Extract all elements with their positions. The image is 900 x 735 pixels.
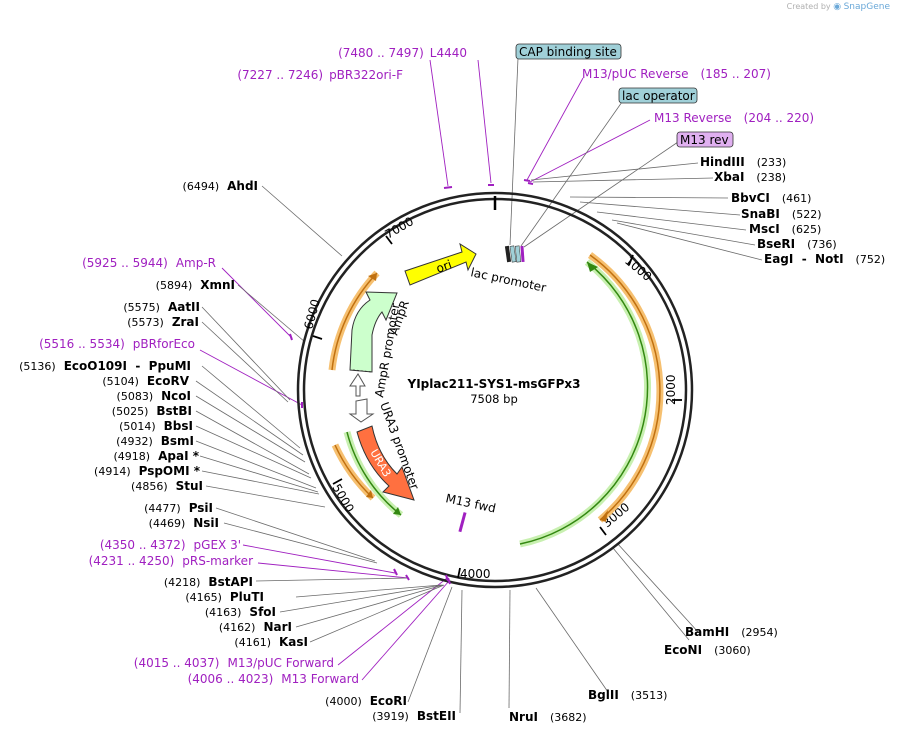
primer-label-m13-reverse: M13 Reverse(204 .. 220): [654, 111, 814, 125]
enzyme-label-psii: (4477)PsiI: [144, 501, 213, 515]
enzyme-label-zrai: (5573)ZraI: [127, 315, 199, 329]
enzyme-label-bstbi: (5025)BstBI: [112, 404, 192, 418]
enzyme-label-sfoi: (4163)SfoI: [205, 605, 276, 619]
enzyme-label-econi: EcoNI(3060): [664, 643, 751, 657]
enzyme-label-bbsi: (5014)BbsI: [119, 419, 193, 433]
site-labels: (7480 .. 7497)L4440 (7227 .. 7246)pBR322…: [19, 46, 885, 724]
snapgene-credit: Created by ◉ SnapGene: [787, 2, 890, 12]
enzyme-label-hindiii: HindIII(233): [700, 155, 786, 169]
credit-prefix: Created by: [786, 2, 831, 11]
snapgene-logo-icon: ◉: [833, 2, 842, 12]
lac-promoter-label: lac promoter: [469, 265, 547, 295]
primer-label-m13-puc-reverse: M13/pUC Reverse(185 .. 207): [582, 67, 771, 81]
boxed-labels: CAP binding site lac operator M13 rev: [515, 43, 734, 148]
enzyme-label-nrui: NruI(3682): [509, 710, 587, 724]
enzyme-label-bbvci: BbvCI(461): [731, 191, 811, 205]
primer-label-m13-puc-forward: (4015 .. 4037)M13/pUC Forward: [134, 656, 334, 670]
enzyme-label-ecori: (4000)EcoRI: [325, 694, 407, 708]
enzyme-label-nari: (4162)NarI: [219, 620, 292, 634]
primer-label-amp-r: (5925 .. 5944)Amp-R: [82, 256, 216, 270]
tick-2000: 2000: [664, 374, 678, 405]
enzyme-label-pluti: (4165)PluTI: [185, 590, 264, 604]
enzyme-label-snabi: SnaBI(522): [741, 207, 822, 221]
primer-label-pbr322ori-f: (7227 .. 7246)pBR322ori-F: [237, 68, 403, 82]
primer-label-m13-forward: (4006 .. 4023)M13 Forward: [188, 672, 359, 686]
primer-label-l4440: (7480 .. 7497)L4440: [338, 46, 467, 60]
enzyme-label-ncoi: (5083)NcoI: [117, 389, 191, 403]
lac-operator-box: [618, 87, 698, 104]
gfp-arc: [519, 259, 652, 548]
plasmid-name: YIplac211-SYS1-msGFPx3: [407, 377, 581, 391]
credit-brand: SnapGene: [843, 2, 890, 12]
m13-rev-label: M13 rev: [680, 133, 729, 147]
enzyme-label-eagi-noti: EagI - NotI(752): [764, 252, 885, 266]
enzyme-label-ecorv: (5104)EcoRV: [102, 374, 189, 388]
plasmid-length: 7508 bp: [470, 392, 518, 406]
tick-5000: 5000: [329, 482, 356, 515]
lac-operator-label: lac operator: [622, 89, 695, 103]
enzyme-label-bamhi: BamHI(2954): [685, 625, 778, 639]
plasmid-backbone: [296, 191, 694, 589]
cap-label: CAP binding site: [519, 45, 617, 59]
enzyme-label-bstapi: (4218)BstAPI: [164, 575, 253, 589]
enzyme-label-stui: (4856)StuI: [131, 479, 203, 493]
enzyme-label-bglii: BglII(3513): [588, 688, 667, 702]
m13-fwd-label: M13 fwd: [444, 491, 497, 515]
enzyme-label-pspomi: (4914)PspOMI *: [94, 464, 201, 478]
enzyme-label-ecoo109i-ppumi: (5136)EcoO109I - PpuMI: [19, 359, 191, 373]
enzyme-label-bsmi: (4932)BsmI: [116, 434, 194, 448]
cap-box: [515, 43, 622, 60]
m13-rev-box: [676, 131, 734, 148]
primer-label-pbrforeco: (5516 .. 5534)pBRforEco: [39, 337, 195, 351]
primer-ticks: [289, 179, 534, 585]
enzyme-label-xbai: XbaI(238): [714, 170, 786, 184]
enzyme-label-nsii: (4469)NsiI: [149, 516, 219, 530]
enzyme-label-ahdi: (6494)AhdI: [183, 179, 258, 193]
lac-cluster: lac promoter: [469, 245, 547, 295]
leader-lines: [195, 57, 763, 714]
tick-4000: 4000: [460, 567, 491, 581]
enzyme-label-kasi: (4161)KasI: [234, 635, 308, 649]
ampr-feature: AmpR: [349, 291, 412, 373]
primer-label-prs-marker: (4231 .. 4250)pRS-marker: [89, 554, 253, 568]
enzyme-label-bseri: BseRI(736): [757, 237, 837, 251]
enzyme-label-xmni: (5894)XmnI: [156, 278, 235, 292]
enzyme-label-msci: MscI(625): [749, 222, 821, 236]
m13-fwd-feature: M13 fwd: [444, 491, 497, 533]
enzyme-label-apai: (4918)ApaI *: [114, 449, 200, 463]
enzyme-label-aatii: (5575)AatII: [123, 300, 200, 314]
plasmid-title: YIplac211-SYS1-msGFPx3 7508 bp: [407, 377, 581, 406]
ori-label: ori: [434, 257, 453, 275]
feature-arcs: [328, 252, 664, 548]
ori-feature: ori: [404, 242, 477, 286]
enzyme-label-bsteii: (3919)BstEII: [372, 709, 456, 723]
primer-label-pgex-3: (4350 .. 4372)pGEX 3': [100, 538, 241, 552]
